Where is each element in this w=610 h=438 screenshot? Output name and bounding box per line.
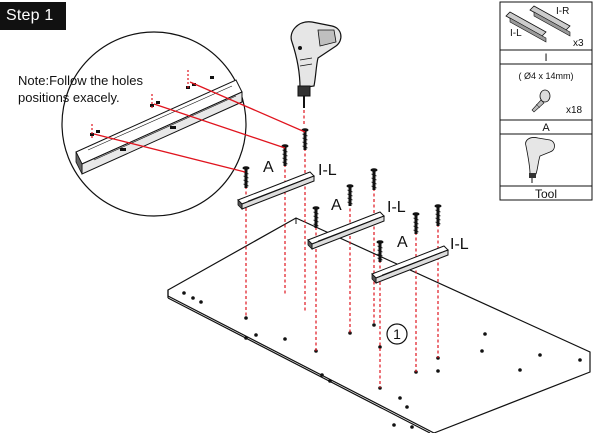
board-panel (167, 217, 591, 434)
leader-lines (93, 81, 306, 173)
rail-group-2 (307, 166, 385, 250)
legend-screw-qty: x18 (566, 105, 583, 116)
step-title: Step 1 (0, 2, 66, 30)
note-line-2: positions exacely. (18, 90, 120, 105)
tool-drill-icon (525, 137, 555, 183)
label-il-3: I-L (450, 236, 469, 253)
legend-screw-spec: ( Ø4 x 14mm) (518, 71, 573, 81)
legend-screw-part: A (542, 122, 550, 134)
parts-legend: I-R I-L x3 I ( Ø4 x 14mm) x18 A Tool (499, 1, 593, 201)
label-il-2: I-L (387, 199, 406, 216)
legend-rail-ir: I-R (556, 6, 569, 17)
detail-magnifier (61, 31, 247, 217)
legend-rail-part: I (544, 52, 547, 64)
board-number: 1 (393, 326, 401, 342)
note-line-1: Note:Follow the holes (18, 73, 144, 88)
rail-group-1 (237, 126, 315, 210)
label-a-2: A (331, 197, 342, 214)
label-il-1: I-L (318, 162, 337, 179)
legend-tool-label: Tool (535, 187, 557, 201)
board-number-badge: 1 (386, 323, 408, 345)
drill-icon (290, 21, 342, 108)
legend-rail-qty: x3 (573, 38, 584, 49)
label-a-1: A (263, 159, 274, 176)
label-a-3: A (397, 234, 408, 251)
screw-icon (531, 89, 551, 113)
rail-icon (505, 5, 571, 43)
legend-rail-il: I-L (510, 28, 522, 39)
